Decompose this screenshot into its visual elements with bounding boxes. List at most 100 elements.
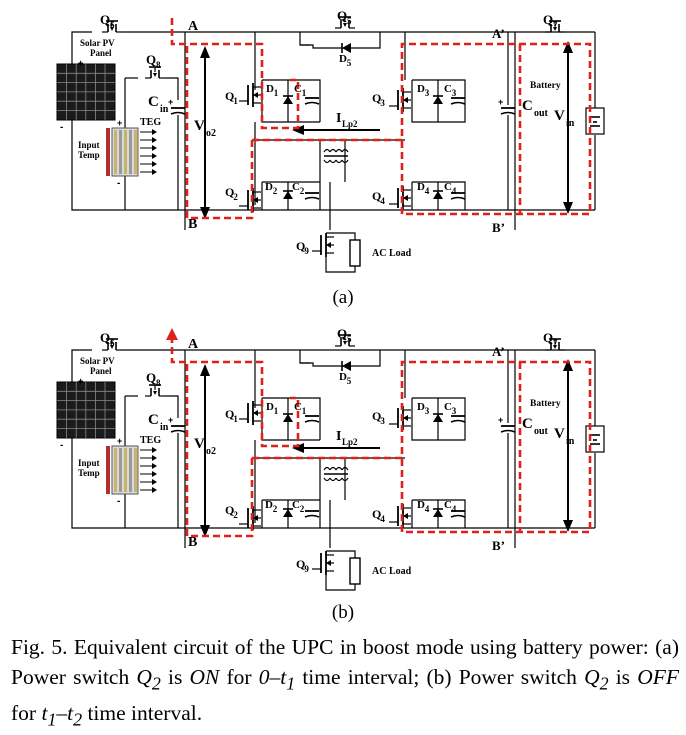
- solar-panel: [56, 381, 116, 439]
- caption-on: ON: [189, 665, 220, 689]
- label-solar-line2: Panel: [90, 48, 112, 58]
- teg-plus: +: [117, 436, 122, 446]
- label-d2: D: [265, 499, 273, 511]
- capacitor-c3: [450, 415, 466, 423]
- label-q7: Q: [543, 12, 553, 27]
- label-teg: TEG: [140, 117, 161, 128]
- label-q1-sub: 1: [233, 414, 238, 424]
- label-d3: D: [417, 401, 425, 413]
- vo2-arrow-bottom: [200, 207, 210, 219]
- label-d2-sub: 2: [273, 186, 278, 196]
- label-cin: C: [148, 94, 159, 110]
- vo2-arrow-top: [200, 46, 210, 58]
- label-ilp2: I: [336, 429, 341, 444]
- circuit-wires: +++-+-: [56, 16, 605, 273]
- label-c2-sub: 2: [300, 504, 305, 514]
- mosfet-q1: [239, 401, 261, 425]
- label-q9-sub: 9: [304, 246, 309, 256]
- label-q4: Q: [372, 189, 381, 203]
- bottom-bus: [71, 448, 595, 529]
- diode-d5: [341, 361, 351, 371]
- capacitor-cout: [500, 425, 516, 433]
- ilp2-arrowhead: [292, 443, 304, 453]
- teg-minus: -: [117, 178, 120, 189]
- label-d5: D: [339, 53, 347, 65]
- label-battery: Battery: [530, 399, 561, 409]
- caption-text-2: is: [160, 665, 190, 689]
- teg-leg: [119, 130, 122, 174]
- label-vin-sub: in: [566, 436, 575, 447]
- label-q9: Q: [296, 239, 305, 253]
- label-d2: D: [265, 181, 273, 193]
- label-c4: C: [444, 181, 452, 193]
- label-d1-sub: 1: [274, 406, 279, 416]
- teg-minus: -: [117, 496, 120, 507]
- label-q3: Q: [372, 409, 381, 423]
- node-label-b: B: [188, 535, 197, 550]
- label-vin: V: [554, 108, 565, 124]
- caption-text-6: for: [11, 701, 42, 726]
- label-q6-sub: 6: [110, 20, 115, 30]
- transformer: [323, 148, 349, 164]
- label-cin: C: [148, 412, 159, 428]
- caption-off: OFF: [637, 665, 679, 689]
- label-c3-sub: 3: [452, 406, 457, 416]
- label-cout: C: [522, 416, 533, 432]
- label-d5-sub: 5: [347, 58, 352, 68]
- label-q4: Q: [372, 507, 381, 521]
- node-label-a: A: [188, 337, 199, 352]
- label-q8: Q: [146, 370, 156, 385]
- mosfet-q9: [312, 551, 334, 575]
- teg-hot-plate: [106, 128, 110, 176]
- label-q3-sub: 3: [380, 98, 385, 108]
- capacitor-c1: [304, 97, 320, 105]
- mosfet-q4: [389, 186, 411, 210]
- label-solar-line2: Panel: [90, 366, 112, 376]
- capacitor-cin: [170, 107, 186, 115]
- label-teg: TEG: [140, 435, 161, 446]
- label-d3: D: [417, 83, 425, 95]
- label-input-line1: Input: [78, 458, 100, 468]
- wire-q6-left: [71, 31, 92, 45]
- q1-cell-right: [262, 79, 321, 122]
- solar-plus: +: [78, 376, 83, 386]
- label-d1-sub: 1: [274, 88, 279, 98]
- voltage-arrows: [200, 41, 573, 219]
- cout-plus: +: [498, 415, 503, 425]
- cin-plus: +: [168, 97, 173, 107]
- label-input-line2: Temp: [78, 468, 100, 478]
- label-d4: D: [417, 499, 425, 511]
- node-label-a-prime: A’: [492, 26, 505, 41]
- wire-q8-right: [165, 77, 179, 100]
- solar-minus: -: [60, 440, 63, 451]
- wire-q6-left: [71, 349, 92, 363]
- label-vin: V: [554, 426, 565, 442]
- teg-leg: [114, 448, 117, 492]
- caption-interval-2: t1–t2: [41, 701, 83, 730]
- label-q2-sub: 2: [233, 192, 238, 202]
- q4-cell-top: [412, 181, 466, 210]
- label-d5-sub: 5: [347, 376, 352, 386]
- label-c4-sub: 4: [452, 186, 457, 196]
- panel-label-a: (a): [332, 287, 354, 308]
- label-q8-sub: 8: [156, 60, 161, 70]
- teg-leg: [134, 130, 137, 174]
- capacitor-c4: [450, 510, 466, 518]
- teg-leg: [119, 448, 122, 492]
- solar-plus: +: [78, 58, 83, 68]
- q3-cell: [411, 79, 466, 123]
- mosfet-q3: [389, 406, 411, 430]
- teg-leg: [129, 448, 132, 492]
- switch-q6: [102, 20, 122, 33]
- panel-label-b: (b): [331, 602, 355, 623]
- label-q4-sub: 4: [380, 514, 385, 524]
- label-d2-sub: 2: [273, 504, 278, 514]
- label-c3-sub: 3: [452, 88, 457, 98]
- label-q3: Q: [372, 91, 381, 105]
- label-d3-sub: 3: [425, 406, 430, 416]
- label-q7-sub: 7: [553, 338, 558, 348]
- label-c1: C: [294, 83, 302, 95]
- q1-cell-right: [262, 397, 321, 440]
- label-q6: Q: [100, 330, 110, 345]
